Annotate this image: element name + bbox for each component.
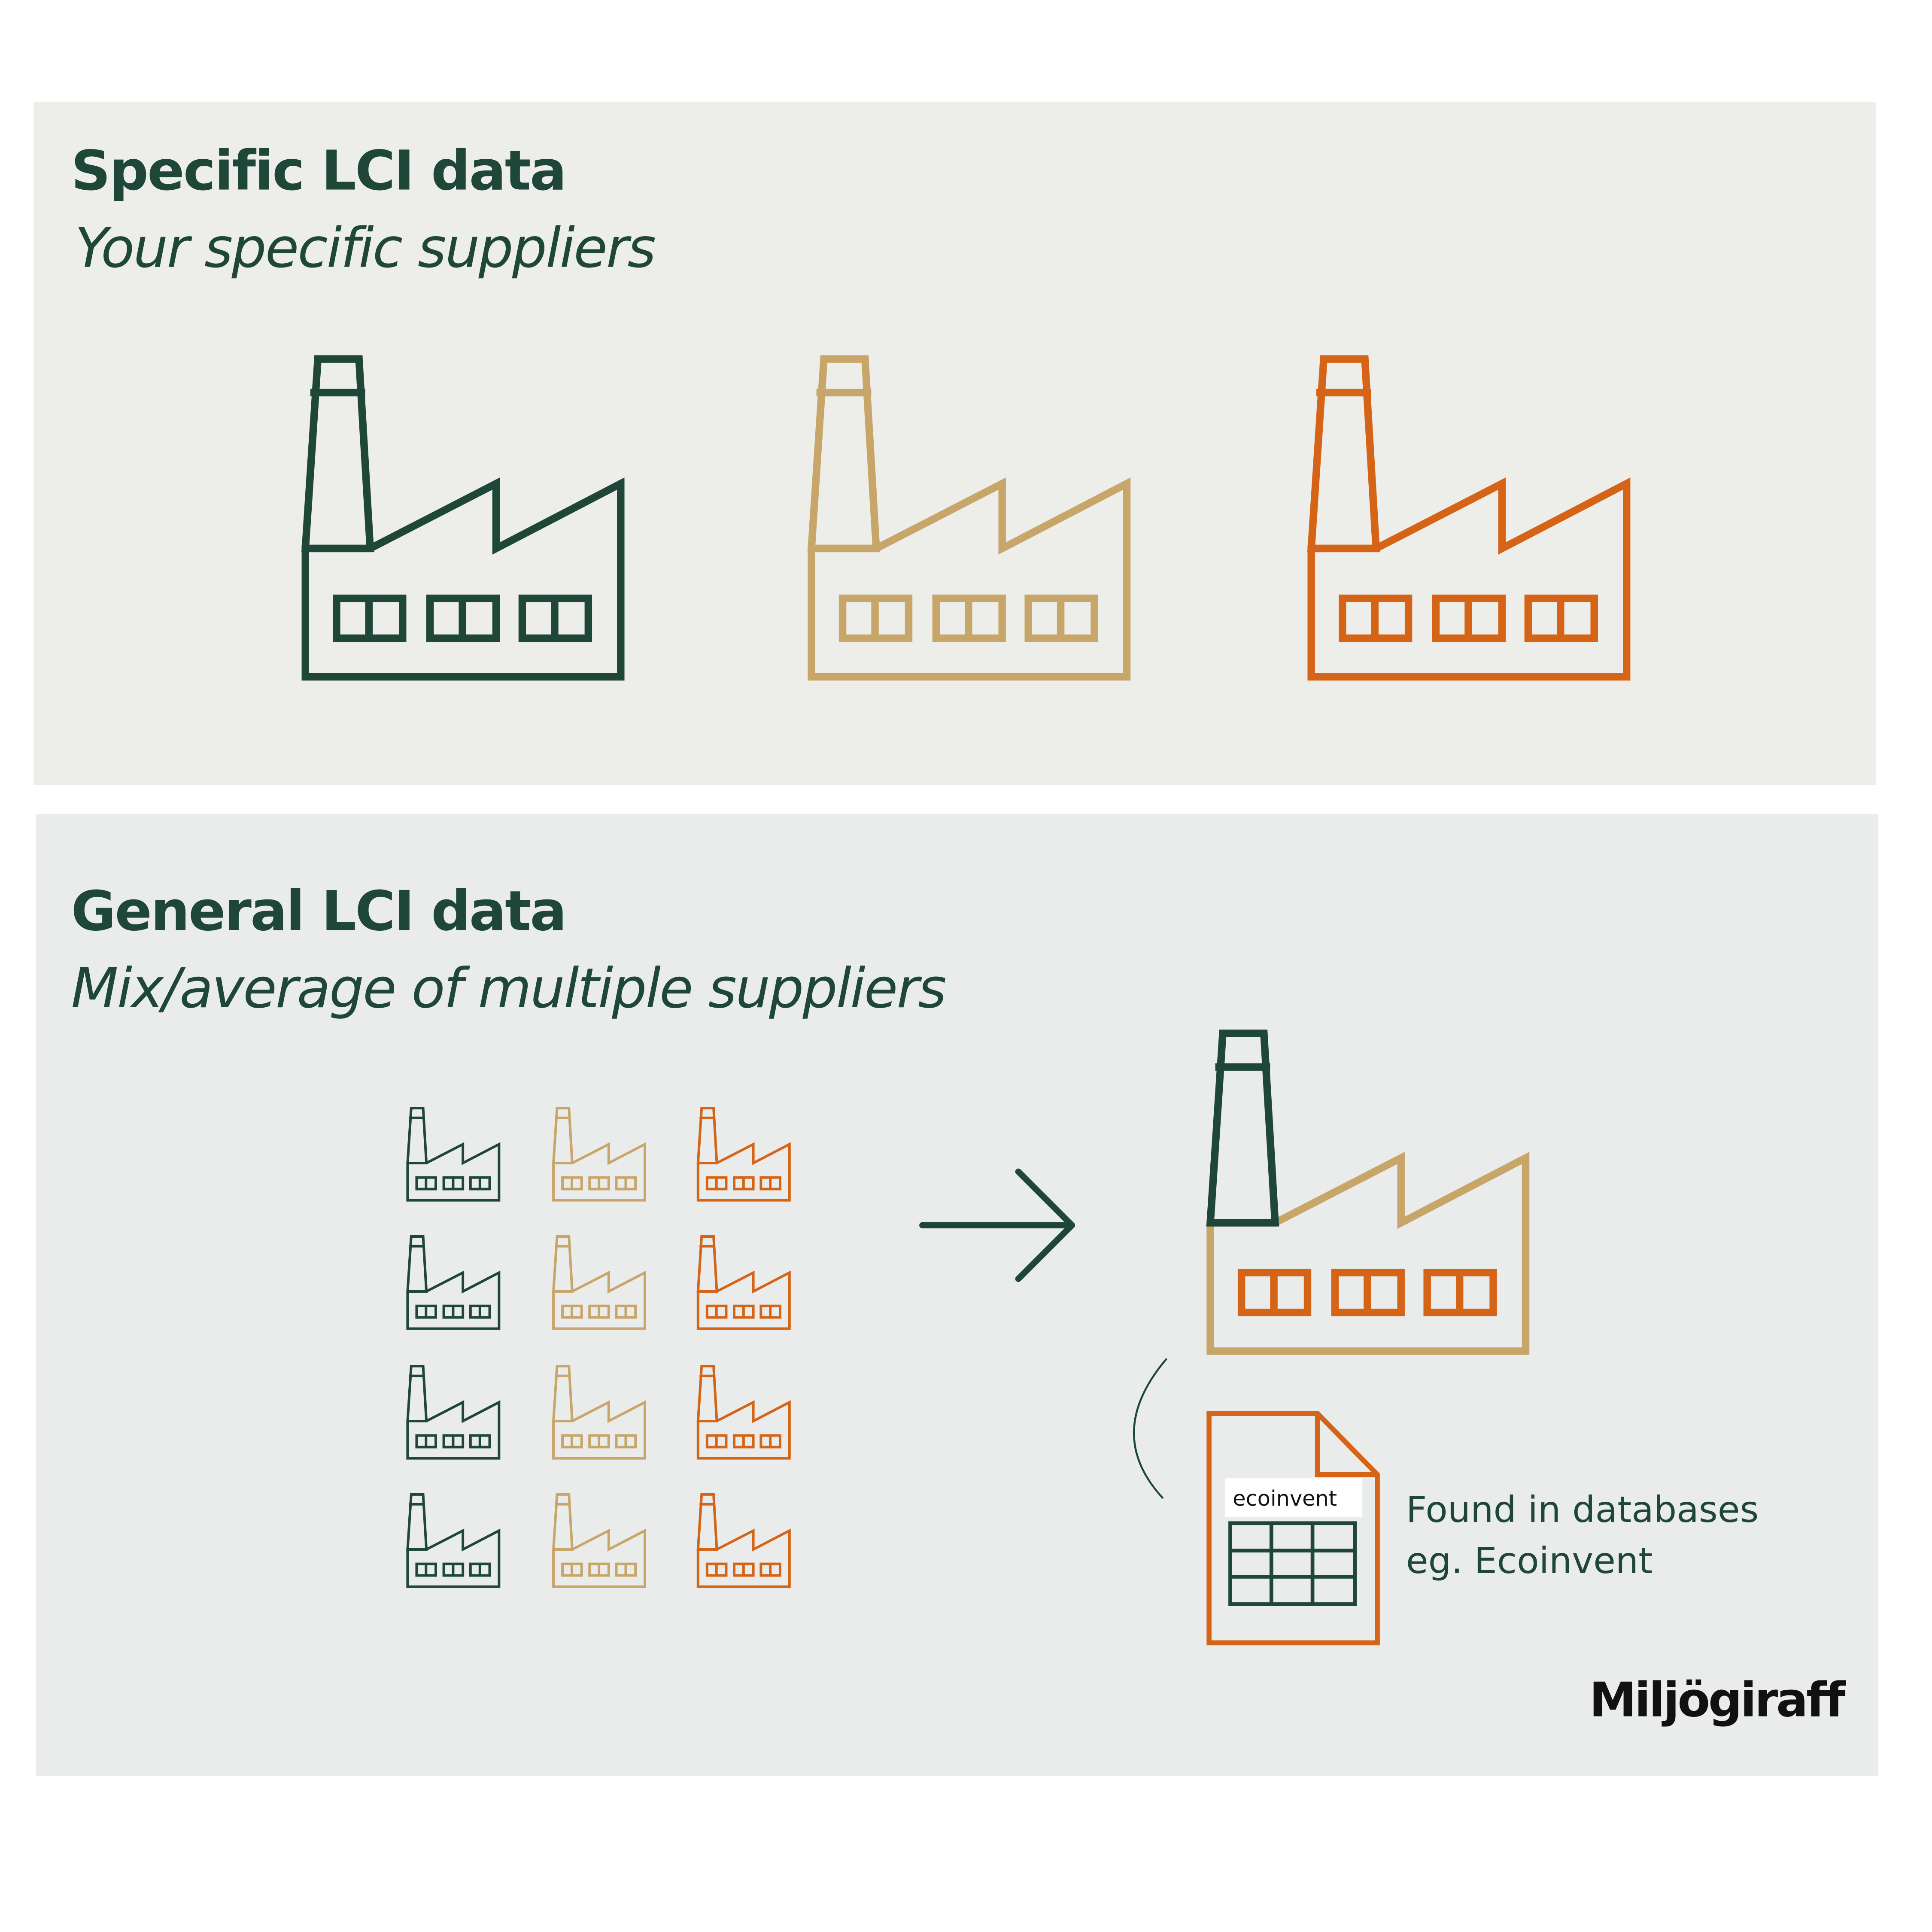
general-subtitle: Mix/average of multiple suppliers: [71, 957, 945, 1021]
database-document-icon: ecoinvent: [1206, 1411, 1380, 1646]
table-icon: [1228, 1521, 1357, 1606]
specific-title: Specific LCI data: [71, 139, 565, 203]
specific-panel: [33, 102, 1876, 786]
database-note-line1: Found in databases: [1406, 1488, 1759, 1531]
general-title: General LCI data: [71, 879, 565, 943]
general-panel: [36, 814, 1879, 1777]
specific-subtitle: Your specific suppliers: [75, 216, 655, 280]
brand-logo: Miljögiraff: [1589, 1673, 1846, 1728]
database-note-line2: eg. Ecoinvent: [1406, 1540, 1653, 1582]
ecoinvent-logo-text: ecoinvent: [1233, 1486, 1337, 1511]
arrow-right-icon: [919, 1168, 1075, 1282]
connector-curve: [1133, 1358, 1168, 1499]
